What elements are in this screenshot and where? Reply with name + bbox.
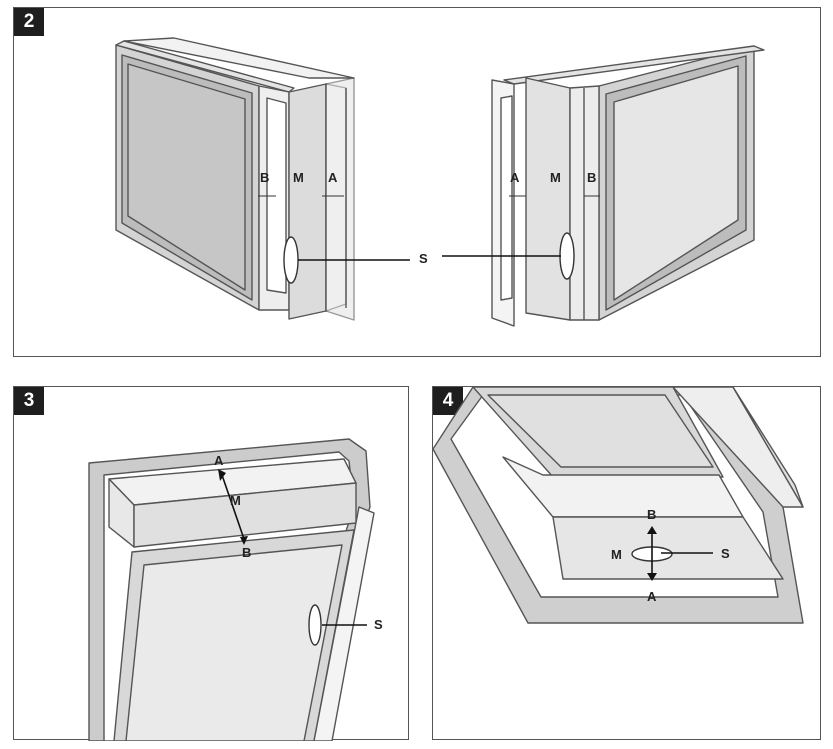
step-3-illustration: A M B S xyxy=(88,438,383,741)
label-a-right: A xyxy=(510,170,520,185)
right-sash-edge xyxy=(525,77,571,321)
label-m-left: M xyxy=(293,170,304,185)
label-m: M xyxy=(611,547,622,562)
filler-block xyxy=(502,456,744,518)
label-s: S xyxy=(374,617,383,632)
label-b-right: B xyxy=(587,170,596,185)
label-a: A xyxy=(214,453,224,468)
right-seal-opening xyxy=(559,232,575,280)
label-b: B xyxy=(647,507,656,522)
label-b-left: B xyxy=(260,170,269,185)
step-2-illustration: B M A A M B S xyxy=(115,37,765,327)
seal-opening xyxy=(308,604,322,646)
label-m-right: M xyxy=(550,170,561,185)
left-filler-strip xyxy=(266,97,287,294)
right-filler-strip xyxy=(500,95,513,301)
label-s: S xyxy=(419,251,428,266)
step-4-illustration: B M S A xyxy=(433,387,804,624)
step-2-panel: 2 xyxy=(13,7,821,357)
right-glass-pane xyxy=(613,65,739,301)
step-number-3: 3 xyxy=(14,387,44,415)
label-m: M xyxy=(230,493,241,508)
label-b: B xyxy=(242,545,251,560)
left-seal-opening xyxy=(283,236,299,284)
step-4-panel: 4 B M S A xyxy=(432,386,821,740)
left-glass-pane xyxy=(127,63,246,291)
left-sash-edge xyxy=(288,83,327,320)
step-number-2: 2 xyxy=(14,8,44,36)
window-glass xyxy=(125,544,343,741)
step-3-panel: 3 A M B S xyxy=(13,386,409,741)
label-a: A xyxy=(647,589,657,604)
label-s: S xyxy=(721,546,730,561)
label-a-left: A xyxy=(328,170,338,185)
